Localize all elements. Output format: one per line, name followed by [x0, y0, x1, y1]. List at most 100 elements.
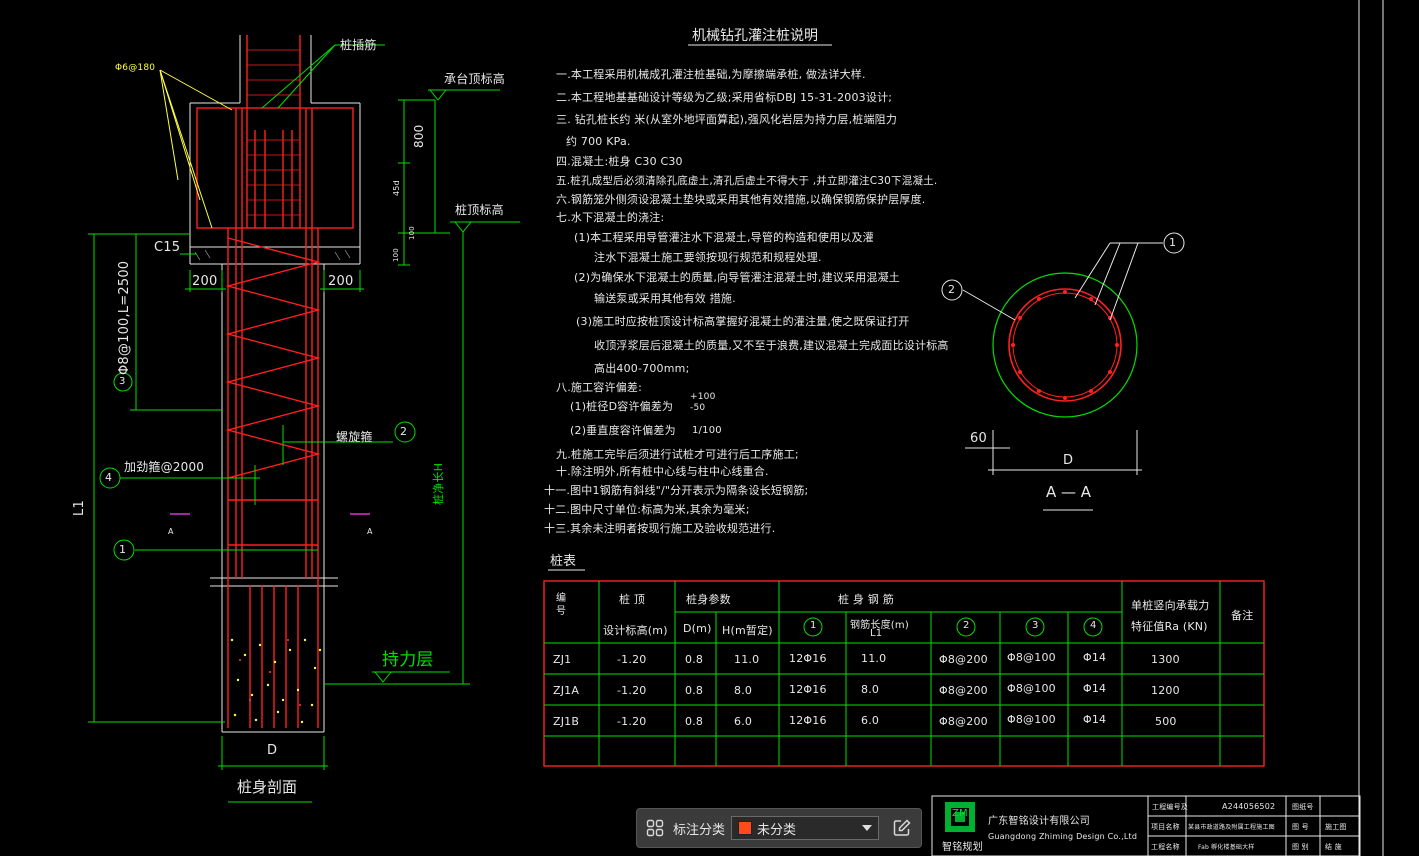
note-line-17: (1)桩径D容许偏差为	[570, 400, 674, 413]
note-line-3: 三. 钻孔桩长约 米(从室外地坪面算起),强风化岩层为持力层,桩端阻力	[556, 113, 898, 126]
drawing-frame	[1358, 0, 1384, 856]
bearing-layer-aggregate	[230, 638, 322, 724]
pile-table-grid	[543, 580, 1265, 767]
cell-r4: Φ14	[1083, 651, 1107, 664]
note-line-6: 五.桩孔成型后必须清除孔底虚土,清孔后虚土不得大于 ,并立即灌注C30下混凝土.	[556, 175, 938, 187]
label-D-left: D	[267, 743, 278, 758]
note-line-4: 约 700 KPa.	[566, 135, 631, 148]
edit-icon[interactable]	[891, 817, 913, 839]
category-color-swatch	[738, 821, 753, 835]
tb-r2-c: 图 号	[1292, 823, 1309, 831]
th-circle-2: 2	[963, 620, 970, 631]
note-line-16: 八.施工容许偏差:	[556, 381, 643, 394]
th-remark: 备注	[1231, 609, 1254, 622]
tb-r1-b: A244056502	[1222, 802, 1276, 811]
company-name-en: Guangdong Zhiming Design Co.,Ltd	[988, 832, 1138, 841]
note-line-7: 六.钢筋笼外侧须设混凝土垫块或采用其他有效措施,以确保钢筋保护层厚度.	[556, 193, 926, 206]
cell-r4: Φ14	[1083, 713, 1107, 726]
note-line-12: 输送泵或采用其他有效 措施.	[594, 292, 736, 305]
th-capacity: 单桩竖向承载力	[1131, 599, 1210, 612]
dim-200-right: 200	[328, 274, 354, 289]
aa-dim-60: 60	[970, 431, 987, 446]
cell-r2: Φ8@200	[939, 653, 988, 666]
cell-cap: 500	[1155, 715, 1177, 728]
tolerance-lower: -50	[690, 403, 706, 413]
tb-r2-a: 项目名称	[1151, 823, 1180, 831]
table-caption: 桩表	[550, 554, 577, 569]
aa-rebar-dots	[1011, 290, 1119, 400]
category-selected-value: 未分类	[757, 821, 797, 837]
title-block-grid	[931, 795, 1361, 856]
label-a-right: A	[367, 527, 373, 536]
note-line-22: 十二.图中尺寸单位:标高为米,其余为毫米;	[544, 503, 750, 516]
note-line-1: 一.本工程采用机械成孔灌注桩基础,为摩擦端承桩, 做法详大样.	[556, 68, 866, 81]
th-circle-4: 4	[1090, 620, 1097, 631]
note-line-10: 注水下混凝土施工要领按现行规范和规程处理.	[594, 251, 822, 264]
circle-3: 3	[119, 376, 126, 387]
dim-45d: 45d	[392, 180, 401, 196]
label-pile-top: 桩顶标高	[455, 203, 504, 217]
th-body: 桩身参数	[686, 593, 731, 606]
th-h: H(m暂定)	[722, 624, 773, 637]
cell-top: -1.20	[617, 653, 647, 666]
label-stirrup3: Φ8@100,L=2500	[117, 260, 132, 375]
cell-r3: Φ8@100	[1007, 713, 1056, 726]
category-select[interactable]: 未分类	[731, 816, 880, 840]
toolbar-label: 标注分类	[673, 821, 726, 837]
cell-id: ZJ1	[553, 653, 572, 666]
label-L1: L1	[72, 500, 87, 516]
annotation-toolbar: 标注分类 未分类	[636, 808, 922, 848]
company-name-cn: 广东智铭设计有限公司	[988, 816, 1090, 827]
note-line-5: 四.混凝土:桩身 C30 C30	[556, 155, 683, 168]
label-pile-length: 桩净长H	[432, 462, 445, 505]
aa-dim-D: D	[1063, 453, 1074, 468]
brand-name: 智铭规划	[942, 842, 983, 853]
cell-r1: 12Φ16	[789, 652, 827, 665]
label-stiff-hoop: 加劲箍@2000	[124, 460, 205, 474]
note-line-15: 高出400-700mm;	[594, 362, 690, 375]
note-line-8: 七.水下混凝土的浇注:	[556, 211, 665, 224]
th-l1-length: 钢筋长度(m)	[850, 620, 909, 631]
tb-r2-d: 施工图	[1325, 823, 1347, 831]
cell-h: 6.0	[734, 715, 753, 728]
tolerance-vertical: 1/100	[692, 425, 722, 436]
cell-id: ZJ1A	[553, 684, 580, 697]
tb-r3-a: 工程名称	[1151, 843, 1180, 851]
cell-r3: Φ8@100	[1007, 651, 1056, 664]
note-line-20: 十.除注明外,所有桩中心线与柱中心线重合.	[556, 465, 769, 478]
grid-icon[interactable]	[645, 818, 665, 838]
pile-section-drawing	[88, 35, 520, 803]
aa-circle-1: 1	[1169, 236, 1177, 249]
tb-r3-c: 图 别	[1292, 843, 1309, 851]
label-c15: C15	[154, 240, 181, 255]
section-aa-drawing	[941, 232, 1185, 511]
chevron-down-icon	[862, 825, 873, 831]
note-line-18: (2)垂直度容许偏差为	[570, 424, 676, 437]
cell-cap: 1300	[1151, 653, 1180, 666]
th-circle-3: 3	[1032, 620, 1039, 631]
th-top: 桩 顶	[619, 593, 646, 606]
notes-title: 机械钻孔灌注桩说明	[692, 28, 818, 44]
circle-1: 1	[119, 543, 127, 556]
cell-r1: 12Φ16	[789, 714, 827, 727]
dim-100a: 100	[408, 226, 416, 240]
label-bearing-layer: 持力层	[382, 650, 434, 670]
aa-circle-2: 2	[948, 283, 956, 296]
tb-r3-d: 结 施	[1325, 843, 1342, 851]
tb-r1-a: 工程编号及	[1152, 803, 1188, 811]
cell-r2: Φ8@200	[939, 715, 988, 728]
dim-200-left: 200	[192, 274, 218, 289]
cell-d: 0.8	[685, 684, 704, 697]
dim-800: 800	[412, 124, 426, 148]
note-line-19: 九.桩施工完毕后须进行试桩才可进行后工序施工;	[556, 448, 799, 461]
cell-l1: 6.0	[861, 714, 880, 727]
note-line-13: (3)施工时应按桩顶设计标高掌握好混凝土的灌注量,使之既保证打开	[576, 315, 910, 328]
note-line-2: 二.本工程地基基础设计等级为乙级;采用省标DBJ 15-31-2003设计;	[556, 91, 893, 104]
label-a-left: A	[168, 527, 174, 536]
cell-cap: 1200	[1151, 684, 1180, 697]
dim-100b: 100	[392, 248, 400, 262]
th-rebar: 桩 身 钢 筋	[838, 593, 894, 606]
cell-r3: Φ8@100	[1007, 682, 1056, 695]
note-line-9: (1)本工程采用导管灌注水下混凝土,导管的构造和使用以及灌	[574, 231, 874, 244]
